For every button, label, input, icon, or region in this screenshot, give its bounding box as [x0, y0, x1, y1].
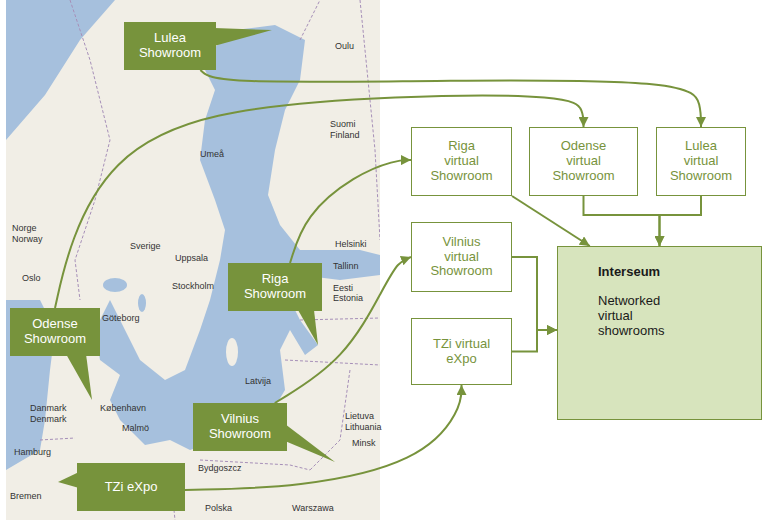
map-label: Sverige — [130, 241, 161, 251]
map-label: Estonia — [333, 293, 363, 303]
showroom-callout: Riga Showroom — [228, 263, 322, 311]
node-title: Riga Showroom — [243, 272, 307, 302]
map-label: Norge — [12, 223, 37, 233]
connector-arrow — [512, 330, 557, 351]
node-body: Networked virtual showrooms — [598, 294, 678, 339]
map-label: Oslo — [22, 273, 41, 283]
map-label: Stockholm — [172, 281, 214, 291]
map-label: Oulu — [335, 41, 354, 51]
map-label: Göteborg — [102, 313, 140, 323]
showroom-callout: Odense Showroom — [10, 308, 100, 356]
callout-tail — [298, 310, 318, 345]
gotland — [226, 338, 238, 366]
map-label: Bydgoszcz — [198, 463, 242, 473]
baltic-sea — [95, 25, 380, 450]
lake — [138, 294, 146, 312]
connector-arrow — [200, 70, 701, 127]
map-label: Latvija — [245, 376, 271, 386]
map-label: Denmark — [30, 414, 67, 424]
callout-tails — [58, 28, 335, 488]
lake — [103, 278, 127, 292]
node-title: Interseum — [598, 265, 660, 280]
map-label: Bremen — [10, 491, 42, 501]
map-label: Tallinn — [333, 261, 359, 271]
virtual-showroom-box: TZi virtual eXpo — [411, 318, 512, 385]
node-title: Riga virtual Showroom — [430, 139, 494, 184]
country-borders — [40, 0, 380, 520]
map-label: Umeå — [200, 149, 224, 159]
connector-arrow — [512, 257, 557, 330]
map-label: Finland — [330, 130, 360, 140]
callout-tail — [214, 28, 272, 46]
connector-arrow — [584, 196, 660, 246]
node-title: Lulea virtual Showroom — [669, 139, 733, 184]
node-title: Vilnius virtual Showroom — [430, 235, 494, 280]
connector-arrow — [185, 385, 462, 490]
map-label: Helsinki — [335, 239, 367, 249]
map-label: Uppsala — [175, 253, 208, 263]
connector-arrow — [290, 160, 411, 263]
connector-arrow — [660, 196, 702, 246]
showroom-callout: Vilnius Showroom — [193, 403, 287, 451]
map-label: Lithuania — [345, 422, 382, 432]
map-label: Warszawa — [292, 503, 334, 513]
map-label: Lietuva — [345, 411, 374, 421]
map-label: Polska — [205, 503, 232, 513]
virtual-showroom-box: Riga virtual Showroom — [411, 127, 512, 196]
node-title: Odense Showroom — [23, 317, 87, 347]
network-hub-box: InterseumNetworked virtual showrooms — [557, 246, 762, 420]
baltic-map — [6, 0, 380, 520]
showroom-callout: TZi eXpo — [77, 463, 185, 511]
virtual-showroom-box: Odense virtual Showroom — [529, 127, 638, 196]
map-label: Hamburg — [14, 447, 51, 457]
map-label: Danmark — [30, 403, 67, 413]
map-label: Suomi — [330, 119, 356, 129]
map-label: Eesti — [333, 283, 353, 293]
node-title: TZi eXpo — [105, 480, 158, 495]
showroom-callout: Lulea Showroom — [124, 22, 216, 70]
callout-tail — [285, 424, 335, 462]
node-title: TZi virtual eXpo — [430, 337, 494, 367]
node-title: Odense virtual Showroom — [552, 139, 616, 184]
node-title: Vilnius Showroom — [208, 412, 272, 442]
map-label: Malmö — [122, 423, 149, 433]
norwegian-sea — [6, 0, 115, 140]
virtual-showroom-box: Vilnius virtual Showroom — [411, 222, 512, 292]
connector-arrow — [512, 196, 590, 246]
virtual-showroom-box: Lulea virtual Showroom — [656, 127, 746, 196]
map-label: Norway — [12, 234, 43, 244]
callout-tail — [58, 472, 79, 488]
land — [6, 0, 380, 520]
map-label: Minsk — [352, 438, 376, 448]
node-title: Lulea Showroom — [138, 31, 202, 61]
map-label: København — [100, 403, 146, 413]
callout-tail — [66, 354, 92, 400]
